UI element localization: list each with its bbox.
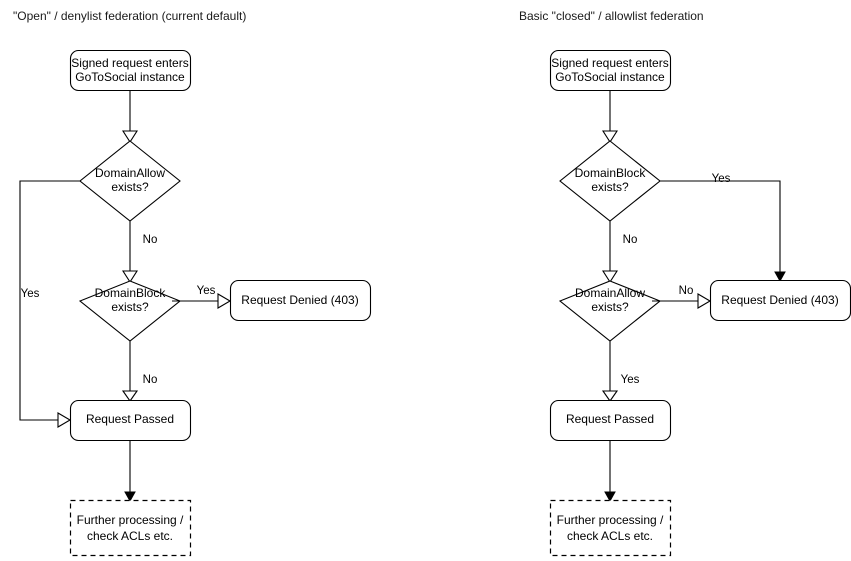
further-processing-box-shape: [69, 499, 192, 557]
domainallow-right-line1: DomainAllow: [575, 286, 645, 300]
edge-domainallow-yes-to-passed: [19, 180, 80, 421]
entry-box-right-line2: GoToSocial instance: [555, 70, 665, 84]
domainblock-line2: exists?: [111, 300, 149, 314]
domainallow-line2: exists?: [111, 180, 149, 194]
arrowhead-passed-to-further: [124, 491, 136, 503]
arrowhead-domainblock-no-right: [601, 270, 619, 284]
edge-label-domainallow-no-right: No: [679, 285, 694, 297]
arrowhead-domainallow-no: [121, 270, 139, 284]
entry-box-shape: [69, 49, 192, 92]
request-passed-box-shape-right: [549, 399, 672, 442]
edge-domainblock-yes-to-denied-right: [660, 180, 781, 274]
edge-label-domainblock-yes: Yes: [197, 285, 216, 297]
request-passed-label-right: Request Passed: [566, 412, 654, 426]
node-request-passed-right: Request Passed: [549, 399, 672, 442]
panel-open-denylist: Signed request enters GoToSocial instanc…: [19, 49, 372, 557]
panel-closed-allowlist: Signed request enters GoToSocial instanc…: [549, 49, 851, 557]
edge-label-domainblock-no: No: [143, 374, 158, 386]
node-decision-domainallow-right: DomainAllow exists?: [558, 280, 662, 342]
arrowhead-domainallow-no-to-denied-right: [697, 293, 712, 309]
further-processing-box-shape-right: [549, 499, 672, 557]
arrowhead-entry-to-domainblock-right: [601, 130, 619, 144]
node-request-denied-left: Request Denied (403): [229, 279, 372, 322]
node-entry-left: Signed request enters GoToSocial instanc…: [69, 49, 192, 92]
domainblock-line1: DomainBlock: [95, 286, 167, 300]
request-passed-box-shape: [69, 399, 192, 442]
edge-label-domainblock-yes-right: Yes: [712, 173, 731, 185]
node-decision-domainblock-right: DomainBlock exists?: [559, 140, 661, 222]
edge-label-domainblock-no-right: No: [623, 234, 638, 246]
domainblock-right-line2: exists?: [591, 180, 629, 194]
arrowhead-domainallow-yes-to-passed-right: [601, 390, 619, 402]
domainblock-right-line1: DomainBlock: [575, 166, 647, 180]
arrowhead-domainblock-no-to-passed: [121, 390, 139, 402]
entry-box-right-line1: Signed request enters: [551, 56, 668, 70]
domainallow-line1: DomainAllow: [95, 166, 165, 180]
request-passed-label: Request Passed: [86, 412, 174, 426]
panel-title-open-denylist: "Open" / denylist federation (current de…: [13, 9, 247, 23]
request-denied-box-shape: [229, 279, 372, 322]
further-processing-right-line1: Further processing /: [557, 513, 664, 527]
edge-label-domainallow-yes: Yes: [21, 288, 40, 300]
edge-label-domainallow-yes-right: Yes: [621, 374, 640, 386]
panel-title-closed-allowlist: Basic "closed" / allowlist federation: [519, 9, 704, 23]
entry-box-line2: GoToSocial instance: [75, 70, 185, 84]
domainallow-right-line2: exists?: [591, 300, 629, 314]
node-request-denied-right: Request Denied (403): [709, 279, 851, 322]
node-decision-domainallow-left: DomainAllow exists?: [79, 140, 181, 222]
node-further-processing-right: Further processing / check ACLs etc.: [549, 499, 672, 557]
further-processing-line1: Further processing /: [77, 513, 184, 527]
node-request-passed-left: Request Passed: [69, 399, 192, 442]
further-processing-right-line2: check ACLs etc.: [567, 529, 653, 543]
further-processing-line2: check ACLs etc.: [87, 529, 173, 543]
entry-box-line1: Signed request enters: [71, 56, 188, 70]
arrowhead-domainblock-yes-to-denied-right: [774, 271, 786, 283]
node-entry-right: Signed request enters GoToSocial instanc…: [549, 49, 672, 92]
node-decision-domainblock-left: DomainBlock exists?: [78, 280, 182, 342]
request-denied-label-right: Request Denied (403): [721, 293, 838, 307]
edge-label-domainallow-no: No: [143, 234, 158, 246]
arrowhead-entry-to-domainallow: [121, 130, 139, 144]
request-denied-label: Request Denied (403): [241, 293, 358, 307]
arrowhead-passed-to-further-right: [604, 491, 616, 503]
node-further-processing-left: Further processing / check ACLs etc.: [69, 499, 192, 557]
entry-box-shape-right: [549, 49, 672, 92]
arrowhead-domainallow-yes-to-passed: [57, 412, 72, 428]
arrowhead-domainblock-yes-to-denied: [217, 293, 232, 309]
